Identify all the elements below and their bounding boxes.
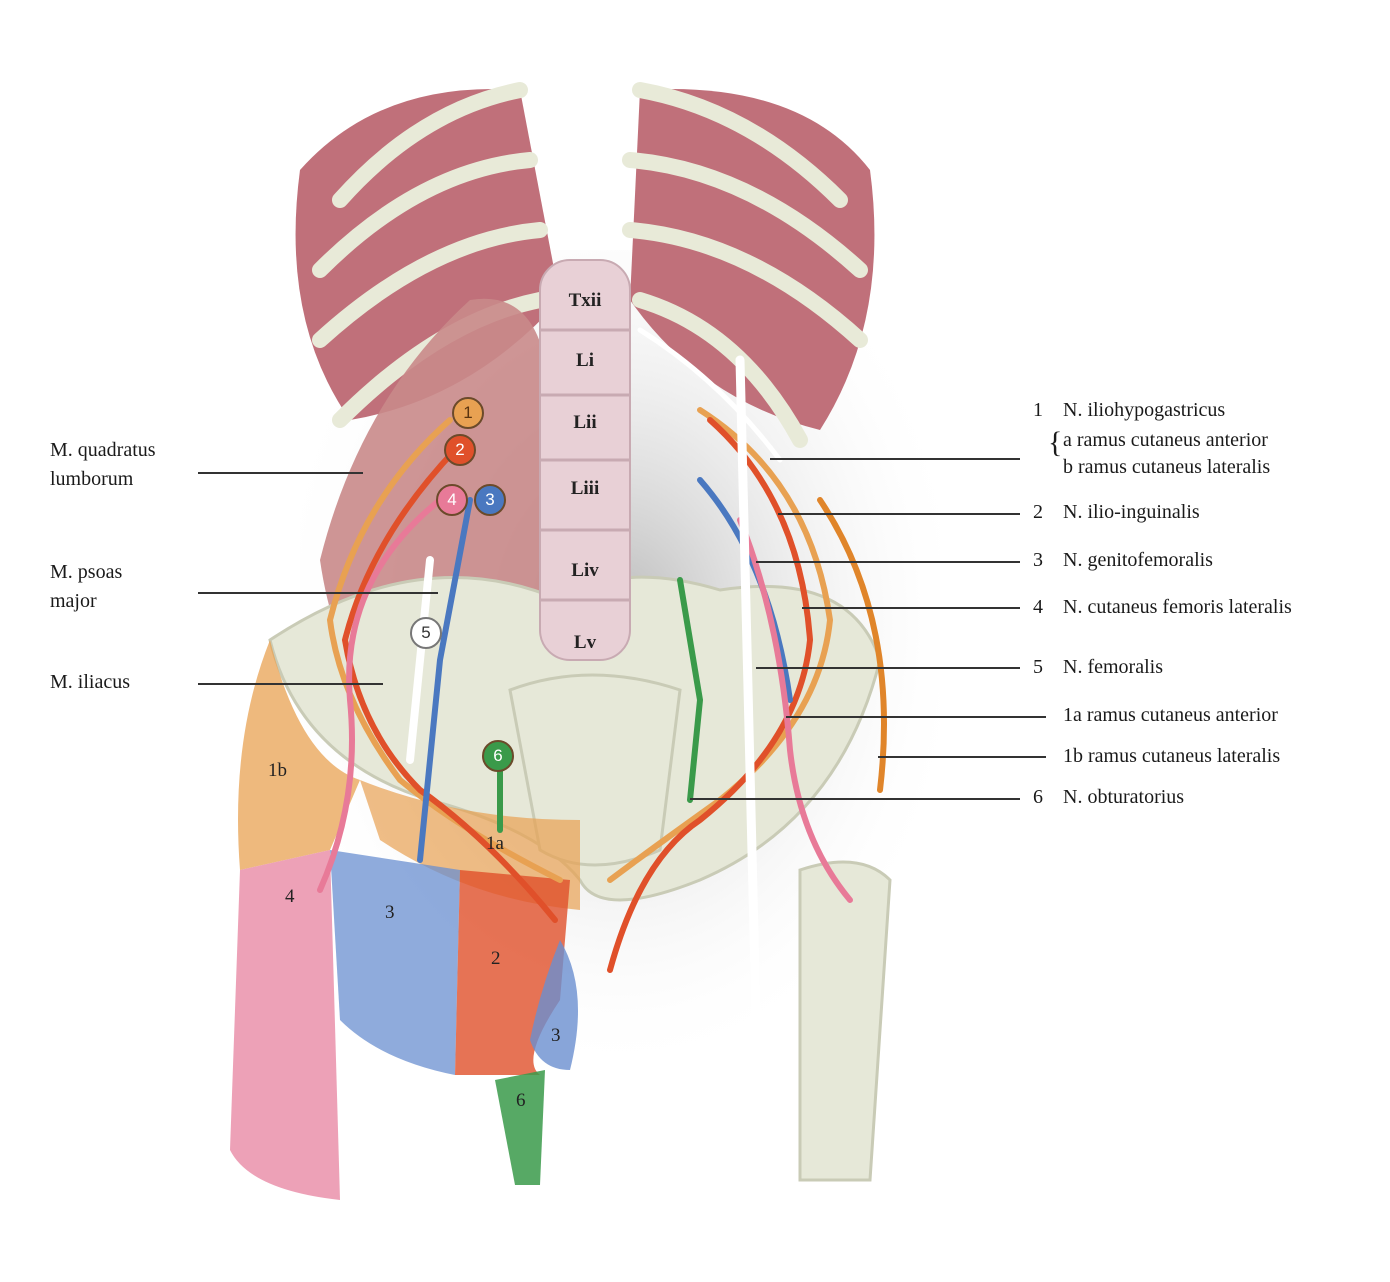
vertebra-liii: Liii	[570, 478, 600, 499]
leader-6	[690, 798, 1020, 800]
legend-text-1b: b ramus cutaneus lateralis	[1063, 456, 1271, 478]
badge-1: 1	[452, 397, 484, 429]
zone-label-3-thigh: 3	[385, 902, 395, 923]
legend-text-1a: a ramus cutaneus anterior	[1063, 429, 1268, 451]
zone-label-6: 6	[516, 1090, 526, 1111]
legend-text-1b-branch: 1b ramus cutaneus lateralis	[1063, 745, 1281, 767]
legend-text-5: N. femoralis	[1063, 656, 1163, 678]
label-quadratus-lumborum: M. quadratus lumborum	[50, 436, 156, 494]
leader-quadratus	[198, 472, 363, 474]
zone-label-1a: 1a	[486, 833, 504, 854]
vertebra-liv: Liv	[571, 560, 599, 581]
label-psoas-major: M. psoas major	[50, 558, 122, 616]
leader-2	[778, 513, 1020, 515]
badge-2: 2	[444, 434, 476, 466]
vertebra-li: Li	[576, 350, 594, 371]
label-psoas-line2: major	[50, 590, 97, 612]
badge-5: 5	[410, 617, 442, 649]
leader-4	[802, 607, 1020, 609]
legend-num-2: 2	[1033, 501, 1043, 523]
leader-5	[756, 667, 1020, 669]
badge-6: 6	[482, 740, 514, 772]
legend-num-5: 5	[1033, 656, 1043, 678]
nerves-right	[607, 327, 887, 1185]
zone-label-2: 2	[491, 948, 501, 969]
leader-iliacus	[198, 683, 383, 685]
leader-1a	[786, 716, 1046, 718]
badge-3: 3	[474, 484, 506, 516]
zone-1b	[238, 640, 360, 870]
zone-4	[230, 850, 340, 1200]
zone-6	[495, 1070, 545, 1185]
leader-1	[770, 458, 1020, 460]
legend-text-2: N. ilio-inguinalis	[1063, 501, 1200, 523]
leader-3	[756, 561, 1020, 563]
legend-num-3: 3	[1033, 549, 1043, 571]
label-quadratus-line2: lumborum	[50, 468, 134, 490]
badge-4: 4	[436, 484, 468, 516]
vertebra-lv: Lv	[573, 632, 597, 653]
zone-label-1b: 1b	[268, 760, 287, 781]
vertebra-lii: Lii	[573, 412, 597, 433]
vertebra-txii: Txii	[568, 290, 602, 311]
nerves-left	[317, 417, 563, 923]
leader-1b	[878, 756, 1046, 758]
zone-3-genital	[530, 940, 578, 1070]
vertebral-column	[539, 259, 631, 661]
zone-3-thigh	[330, 850, 460, 1075]
leader-psoas	[198, 592, 438, 594]
legend-text-3: N. genitofemoralis	[1063, 549, 1213, 571]
femur-right	[798, 860, 892, 1182]
legend-text-6: N. obturatorius	[1063, 786, 1185, 808]
zone-label-4: 4	[285, 886, 295, 907]
legend-text-1a-branch: 1a ramus cutaneus anterior	[1063, 704, 1278, 726]
label-iliacus: M. iliacus	[50, 671, 130, 693]
legend-text-4: N. cutaneus femoris lateralis	[1063, 596, 1292, 618]
legend-brace: {	[1048, 426, 1063, 459]
legend-text-1: N. iliohypogastricus	[1063, 399, 1226, 421]
zone-label-3-genital: 3	[551, 1025, 561, 1046]
legend-num-4: 4	[1033, 596, 1043, 618]
legend-num-6: 6	[1033, 786, 1043, 808]
label-quadratus-line1: M. quadratus	[50, 439, 156, 461]
legend-num-1: 1	[1033, 399, 1043, 421]
label-psoas-line1: M. psoas	[50, 561, 123, 583]
